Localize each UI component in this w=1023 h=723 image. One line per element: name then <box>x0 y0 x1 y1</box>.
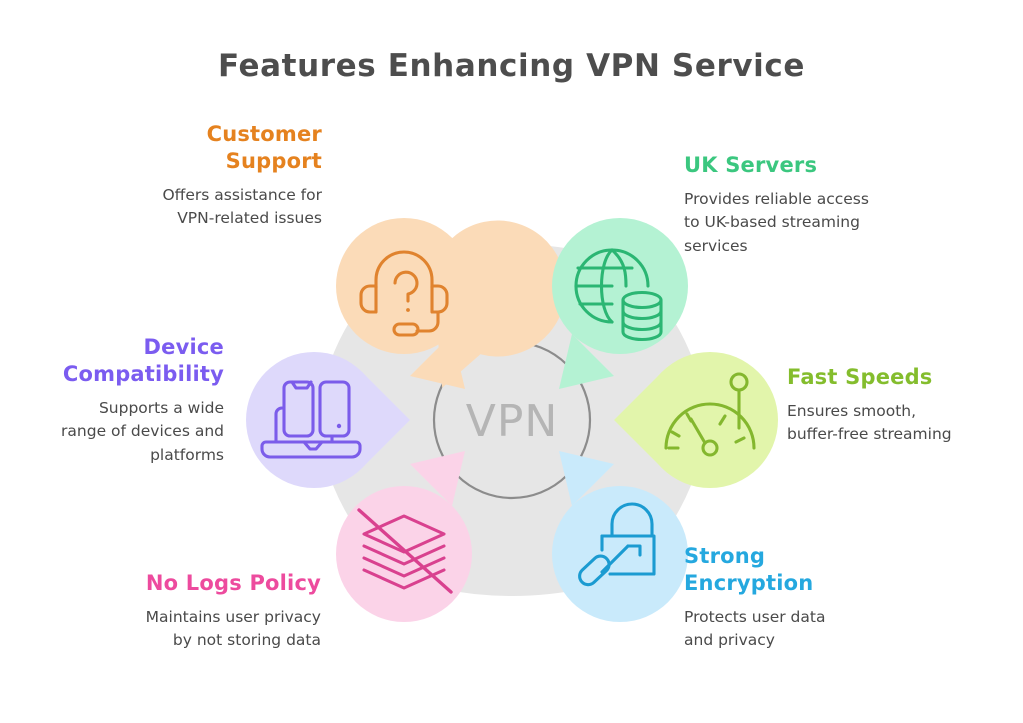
pin-no-logs-policy[interactable] <box>336 451 472 622</box>
vpn-feature-wheel: VPN <box>246 160 778 680</box>
feature-text-device-compatibility: Device Compatibility Supports a wide ran… <box>22 334 224 467</box>
feature-desc-no-logs-policy: Maintains user privacy by not storing da… <box>145 607 321 650</box>
headset-question-icon <box>359 250 449 337</box>
feature-desc-device-compatibility: Supports a wide range of devices and pla… <box>61 398 224 464</box>
laptop-phone-tablet-icon <box>260 380 362 459</box>
feature-heading-strong-encryption: Strong Encryption <box>684 544 814 595</box>
feature-desc-fast-speeds: Ensures smooth, buffer-free streaming <box>787 401 952 444</box>
feature-heading-customer-support: Customer Support <box>206 122 322 173</box>
pin-customer-support[interactable] <box>336 215 574 389</box>
globe-database-icon <box>574 248 663 342</box>
pin-strong-encryption[interactable] <box>552 451 688 622</box>
feature-heading-uk-servers: UK Servers <box>684 153 818 177</box>
feature-heading-no-logs-policy: No Logs Policy <box>145 571 321 595</box>
page-title: Features Enhancing VPN Service <box>218 48 805 84</box>
pin-device-compatibility[interactable] <box>246 352 410 488</box>
speedometer-icon <box>664 372 756 457</box>
feature-desc-uk-servers: Provides reliable access to UK-based str… <box>684 189 869 255</box>
pin-uk-servers[interactable] <box>552 218 688 389</box>
feature-desc-customer-support: Offers assistance for VPN-related issues <box>162 185 322 228</box>
feature-text-customer-support: Customer Support Offers assistance for V… <box>104 121 322 231</box>
vpn-center-badge: VPN <box>432 340 592 500</box>
vpn-center-label: VPN <box>466 396 559 447</box>
feature-heading-fast-speeds: Fast Speeds <box>787 365 933 389</box>
padlock-key-icon <box>578 502 656 587</box>
feature-text-strong-encryption: Strong Encryption Protects user data and… <box>684 543 910 653</box>
feature-text-uk-servers: UK Servers Provides reliable access to U… <box>684 152 916 259</box>
feature-text-no-logs-policy: No Logs Policy Maintains user privacy by… <box>88 570 321 653</box>
feature-desc-strong-encryption: Protects user data and privacy <box>684 607 826 650</box>
feature-text-fast-speeds: Fast Speeds Ensures smooth, buffer-free … <box>787 364 1009 447</box>
no-documents-icon <box>357 508 453 594</box>
pin-fast-speeds[interactable] <box>614 352 778 488</box>
feature-heading-device-compatibility: Device Compatibility <box>62 335 224 386</box>
